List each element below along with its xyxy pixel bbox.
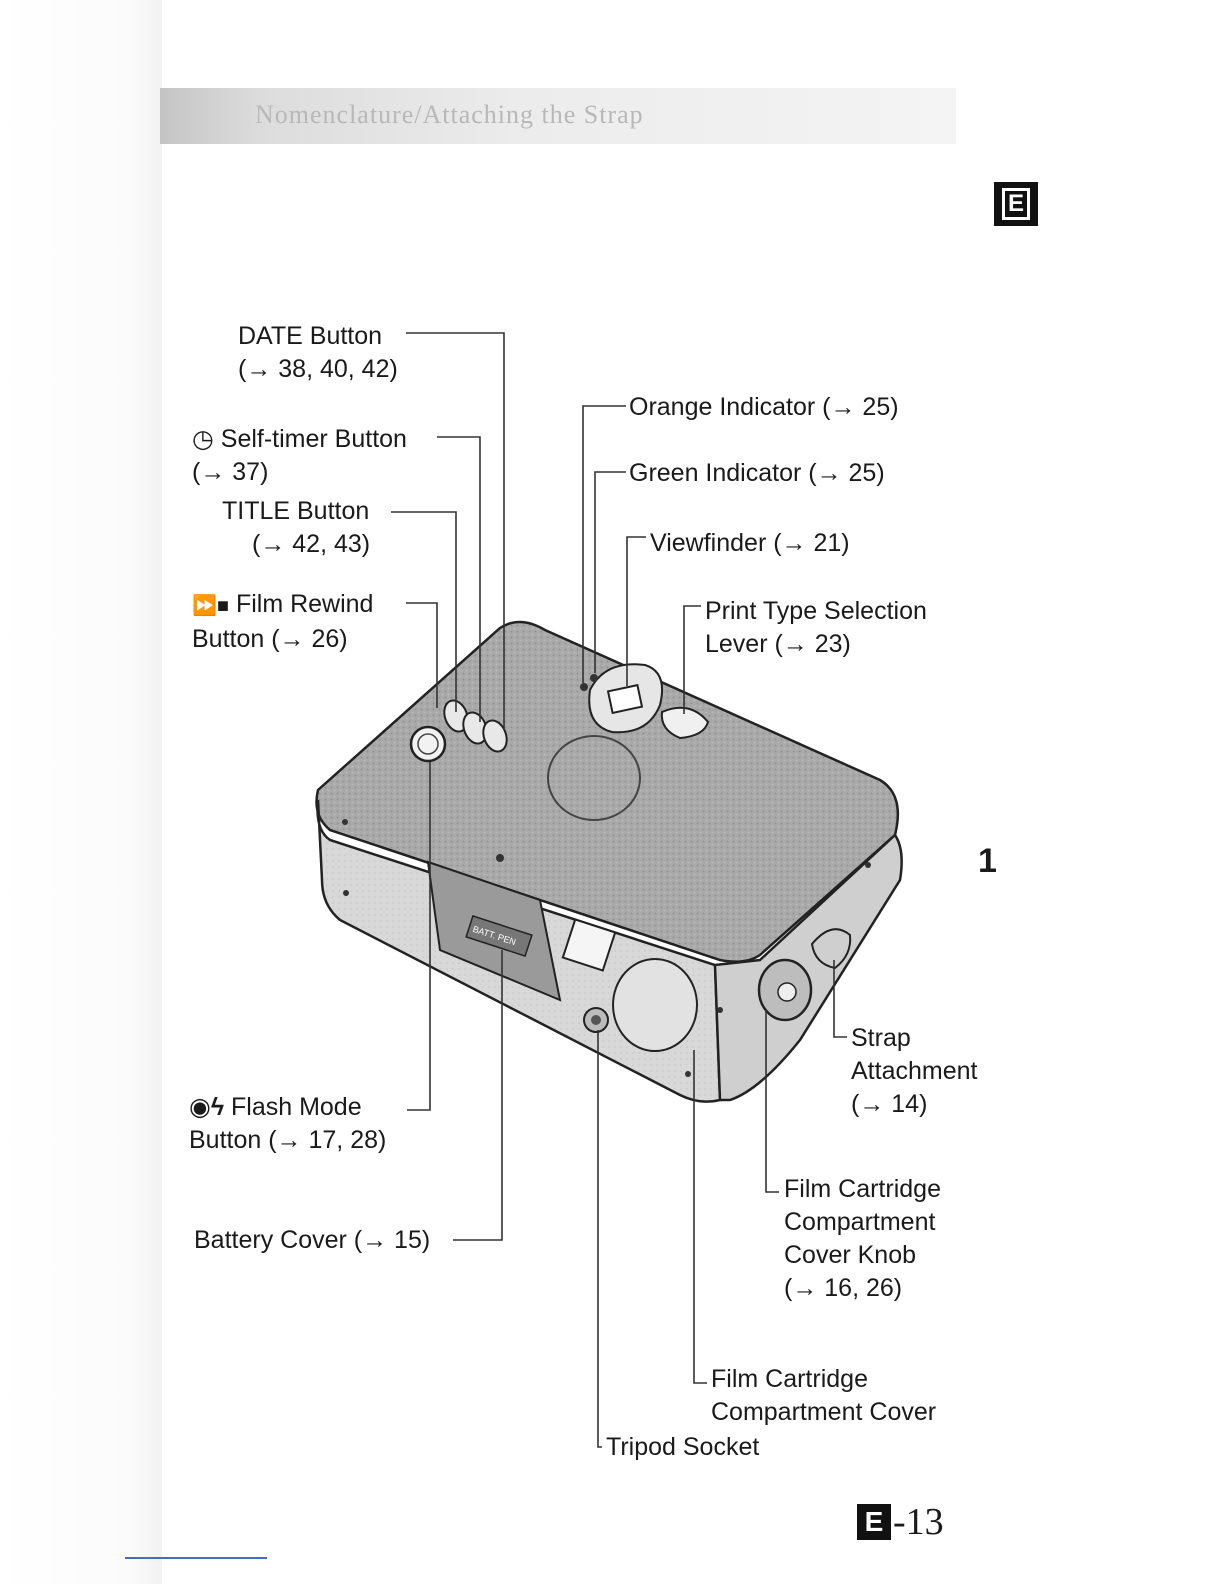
self-timer-icon: ◷	[192, 425, 221, 453]
section-header-bar: Nomenclature/Attaching the Strap	[160, 88, 956, 144]
camera-body: BATT. PEN	[315, 620, 903, 1103]
flash-mode-button-label: ◉ϟ Flash Mode Button (→ 17, 28)	[189, 1093, 387, 1154]
green-indicator-label: Green Indicator (→ 25)	[629, 459, 885, 487]
page-number: E -13	[857, 1500, 944, 1544]
date-button-label: DATE Button (→ 38, 40, 42)	[238, 322, 398, 383]
title-button-label: TITLE Button (→ 42, 43)	[222, 497, 371, 558]
battery-cover-label: Battery Cover (→ 15)	[194, 1226, 431, 1254]
page-number-value: -13	[893, 1501, 944, 1543]
language-badge: E	[994, 182, 1038, 226]
leader-lines	[391, 332, 847, 1448]
self-timer-button-label: ◷ Self-timer Button (→ 37)	[192, 425, 407, 486]
strap-attachment-label: Strap Attachment (→ 14)	[851, 1024, 978, 1118]
section-header-text: Nomenclature/Attaching the Strap	[255, 100, 644, 129]
orange-indicator-label: Orange Indicator (→ 25)	[629, 393, 899, 421]
chapter-number: 1	[978, 842, 997, 880]
page-number-badge: E	[857, 1504, 891, 1540]
compartment-cover-label: Film Cartridge Compartment Cover	[711, 1365, 937, 1426]
cover-knob-label: Film Cartridge Compartment Cover Knob (→…	[784, 1175, 941, 1302]
language-badge-letter: E	[1002, 188, 1030, 220]
film-rewind-icon: ⏩■	[192, 595, 229, 617]
print-type-lever-label: Print Type Selection Lever (→ 23)	[705, 597, 927, 658]
flash-mode-icon: ◉ϟ	[189, 1093, 225, 1121]
tripod-socket-label: Tripod Socket	[606, 1433, 760, 1461]
bottom-rule	[125, 1557, 267, 1559]
page-edge-shadow	[0, 0, 162, 1584]
film-rewind-button-label: ⏩■ Film Rewind Button (→ 26)	[192, 590, 374, 653]
viewfinder-label: Viewfinder (→ 21)	[650, 529, 850, 557]
